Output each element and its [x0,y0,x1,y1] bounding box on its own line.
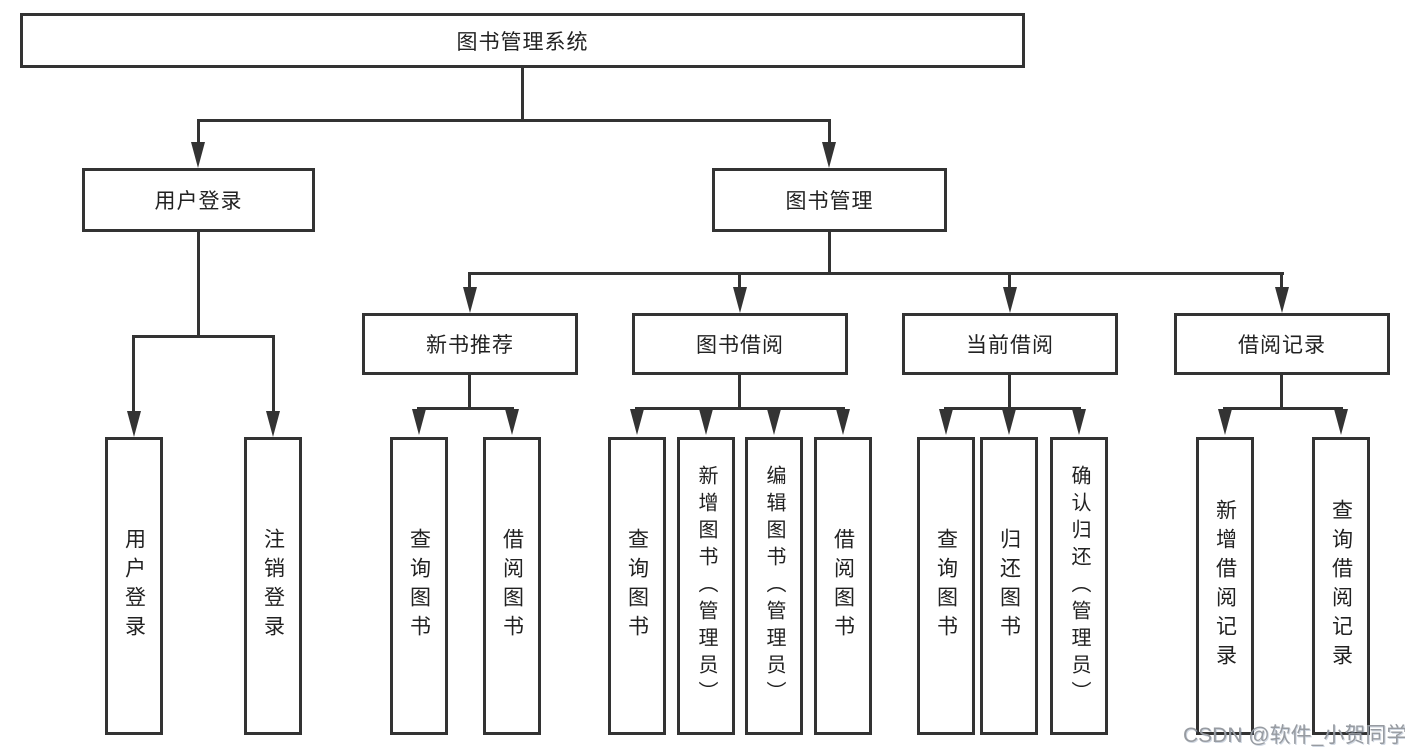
connector-line [828,232,831,275]
connector-line [738,272,741,290]
arrow-down-icon [630,409,644,435]
connector-line [1223,407,1343,410]
connector-line [635,407,845,410]
leaf-bb-borrow-books: 借阅图书 [814,437,872,735]
connector-line [1008,375,1011,410]
leaf-br-add-record: 新增借阅记录 [1196,437,1254,735]
arrow-down-icon [127,411,141,437]
arrow-down-icon [733,287,747,313]
leaf-cb-query-books: 查询图书 [917,437,975,735]
connector-line [197,119,831,122]
arrow-down-icon [266,411,280,437]
leaf-nb-query-books: 查询图书 [390,437,448,735]
node-root: 图书管理系统 [20,13,1025,68]
connector-line [828,119,831,147]
connector-line [1280,272,1283,290]
leaf-user-login: 用户登录 [105,437,163,735]
connector-line [197,119,200,147]
arrow-down-icon [1334,409,1348,435]
arrow-down-icon [1002,409,1016,435]
connector-line [1280,375,1283,410]
node-book-borrowing: 图书借阅 [632,313,848,375]
arrow-down-icon [822,142,836,168]
connector-line [272,335,275,415]
connector-line [521,68,524,121]
leaf-bb-query-books: 查询图书 [608,437,666,735]
leaf-cb-return-books: 归还图书 [980,437,1038,735]
leaf-logout: 注销登录 [244,437,302,735]
leaf-br-query-record: 查询借阅记录 [1312,437,1370,735]
connector-line [1008,272,1011,290]
connector-line [468,272,471,290]
arrow-down-icon [1003,287,1017,313]
node-user-login: 用户登录 [82,168,315,232]
arrow-down-icon [505,409,519,435]
node-borrowing-records: 借阅记录 [1174,313,1390,375]
connector-line [468,272,1284,275]
connector-line [132,335,135,415]
connector-line [417,407,514,410]
arrow-down-icon [939,409,953,435]
connector-line [468,375,471,410]
connector-line [132,335,275,338]
arrow-down-icon [412,409,426,435]
arrow-down-icon [699,409,713,435]
node-book-management: 图书管理 [712,168,947,232]
arrow-down-icon [1275,287,1289,313]
leaf-bb-add-books: 新增图书（管理员） [677,437,735,735]
leaf-nb-borrow-books: 借阅图书 [483,437,541,735]
arrow-down-icon [1072,409,1086,435]
arrow-down-icon [463,287,477,313]
arrow-down-icon [836,409,850,435]
csdn-watermark: CSDN @软件_小贺同学 [1183,724,1405,747]
arrow-down-icon [1218,409,1232,435]
leaf-bb-edit-books: 编辑图书（管理员） [745,437,803,735]
connector-line [197,232,200,338]
node-current-borrowing: 当前借阅 [902,313,1118,375]
arrow-down-icon [767,409,781,435]
node-new-book-recommend: 新书推荐 [362,313,578,375]
connector-line [944,407,1081,410]
arrow-down-icon [191,142,205,168]
connector-line [738,375,741,410]
leaf-cb-confirm-return: 确认归还（管理员） [1050,437,1108,735]
